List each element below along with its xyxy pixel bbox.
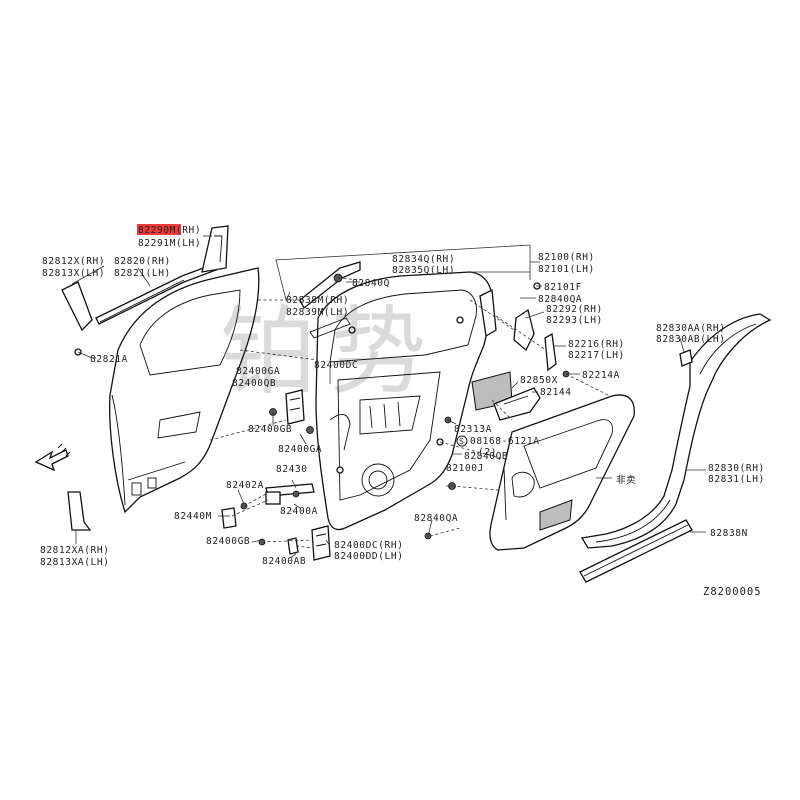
watermark-char-1: 铂: [220, 296, 316, 408]
bracket-82216: [544, 332, 557, 372]
label-82400a: 82400A: [280, 506, 318, 517]
weatherstrip-lower-82838n: [579, 519, 693, 583]
watermark: 铂 势: [220, 296, 426, 408]
label-82813x: 82813X(LH): [42, 268, 105, 279]
label-82821: 82821(LH): [114, 268, 171, 279]
label-82400dc-rh: 82400DC(RH): [334, 540, 404, 551]
label-82214a: 82214A: [582, 370, 620, 381]
label-82290m: 82290M(RH): [138, 225, 201, 236]
label-82821a: 82821A: [90, 354, 128, 365]
bolt-82400gb: [269, 408, 277, 420]
door-trim-panel: [489, 394, 635, 551]
label-82313a: 82313A: [454, 424, 492, 435]
rear-door-outer-panel: [109, 267, 260, 514]
bolt-82400ga: [306, 426, 314, 434]
label-82402a: 82402A: [226, 480, 264, 491]
diagram-code: Z8200005: [703, 586, 762, 598]
circle-s-label: S: [459, 437, 464, 446]
label-82820: 82820(RH): [114, 256, 171, 267]
label-82217: 82217(LH): [568, 350, 625, 361]
circle-s-icon: [456, 435, 468, 447]
label-82292: 82292(RH): [546, 304, 603, 315]
label-08168: 08168-6121A: [470, 436, 540, 447]
inside-handle-82144: [493, 387, 541, 421]
label-82430: 82430: [276, 464, 308, 475]
label-82812xa: 82812XA(RH): [40, 545, 110, 556]
front-arrow-icon: [34, 443, 71, 472]
leader-lines: [71, 235, 706, 559]
label-82400ga: 82400GA: [278, 444, 322, 455]
bolt-82400ab: [287, 537, 299, 555]
molding-82834q: [479, 288, 497, 338]
front-garnish-82812x: [61, 281, 93, 332]
part-labels: 82290M(RH) 82291M(LH) 82812X(RH) 82813X(…: [40, 224, 765, 598]
screw-82821a: [74, 348, 93, 359]
label-82400ab: 82400AB: [262, 556, 306, 567]
bumper-82440m: [221, 507, 237, 529]
watermark-char-2: 势: [330, 296, 426, 408]
label-82839m: 82839M(LH): [286, 307, 349, 318]
label-82840qb: 82840QB: [464, 451, 508, 462]
label-82216: 82216(RH): [568, 339, 625, 350]
assembly-dashed-lines: [209, 277, 611, 549]
label-82838m: 82838M(RH): [286, 295, 349, 306]
label-82400qb-left: 82400QB: [232, 378, 276, 389]
highlight-box-82290m: [137, 224, 181, 235]
label-82440m: 82440M: [174, 511, 212, 522]
label-82835q: 82835Q(LH): [392, 265, 455, 276]
label-08168-qty: (2): [478, 447, 497, 458]
label-82834q: 82834Q(RH): [392, 254, 455, 265]
clip-82830aa: [679, 349, 693, 367]
label-82144: 82144: [540, 387, 572, 398]
sash-82838m: [299, 261, 361, 339]
label-82101: 82101(LH): [538, 264, 595, 275]
label-82291m: 82291M(LH): [138, 238, 201, 249]
label-82813xa: 82813XA(LH): [40, 557, 110, 568]
label-82830: 82830(RH): [708, 463, 765, 474]
label-82400dc: 82400DC: [314, 360, 358, 371]
lower-garnish-82812xa: [67, 491, 92, 531]
label-82400dd-lh: 82400DD(LH): [334, 551, 404, 562]
label-non-sale: 非卖: [616, 474, 636, 486]
label-82830ab: 82830AB(LH): [656, 334, 726, 345]
label-82812x: 82812X(RH): [42, 256, 105, 267]
label-82831: 82831(LH): [708, 474, 765, 485]
label-82293: 82293(LH): [546, 315, 603, 326]
door-hinge-lower: [311, 525, 331, 561]
label-82850x: 82850X: [520, 375, 558, 386]
label-82100: 82100(RH): [538, 252, 595, 263]
label-82840qa: 82840QA: [414, 513, 458, 524]
label-82101f: 82101F: [544, 282, 582, 293]
label-82100j: 82100J: [446, 463, 484, 474]
label-82830aa: 82830AA(RH): [656, 323, 726, 334]
label-82400ga-top: 82400GA: [236, 366, 280, 377]
door-hinge-upper: [285, 389, 305, 425]
label-82400gb-low: 82400GB: [206, 536, 250, 547]
label-82840q: 82840Q: [352, 278, 390, 289]
door-check-82430: [265, 483, 315, 505]
rear-door-inner-panel: [315, 271, 494, 531]
sash-garnish-82290m: [201, 225, 229, 273]
label-82838n: 82838N: [710, 528, 748, 539]
weatherstrip-82830: [580, 313, 772, 549]
label-82840qa-top: 82840QA: [538, 294, 582, 305]
corner-garnish-82292: [513, 308, 535, 352]
label-82400gb: 82400GB: [248, 424, 292, 435]
